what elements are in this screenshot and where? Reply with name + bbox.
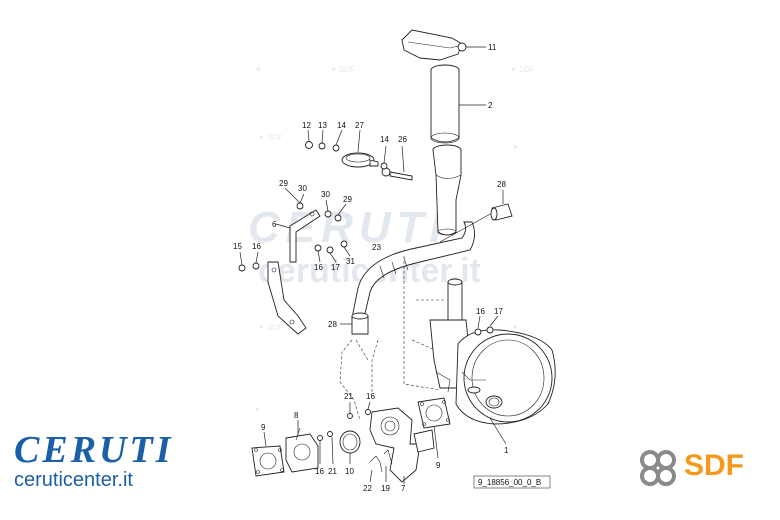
callout-16-d: 16 [366,392,375,401]
sleeve-28-lower [340,312,369,335]
callout-1: 1 [504,446,509,455]
muffler-screws [474,315,499,336]
callout-21: 21 [344,392,353,401]
callout-7: 7 [401,484,406,493]
bolt-26 [381,145,413,181]
callout-29: 29 [279,179,288,188]
svg-text:✦: ✦ [254,405,261,414]
svg-text:✦: ✦ [255,65,262,74]
screws-21-16-mid [347,401,371,419]
svg-text:✦ SDF: ✦ SDF [258,133,283,142]
clamp-27 [341,129,379,168]
exhaust-cap [401,29,486,61]
svg-text:✦: ✦ [512,143,519,152]
callout-14: 14 [337,121,346,130]
gasket-9-left [251,431,285,477]
assembly-guides [339,256,444,421]
exhaust-pipe-lower [432,144,462,236]
svg-text:✦: ✦ [512,323,519,332]
callout-27: 27 [355,121,364,130]
callout-22: 22 [363,484,372,493]
callout-14-b: 14 [380,135,389,144]
svg-text:✦ SDF: ✦ SDF [330,65,355,74]
callout-29-b: 29 [343,195,352,204]
callout-31: 31 [346,257,355,266]
callout-9-b: 9 [436,461,441,470]
callout-labels: 11 2 12 13 14 27 14 26 28 29 30 30 29 6 … [233,43,509,493]
callout-21-b: 21 [328,467,337,476]
drawing-code: 9_18856_00_0_B [473,475,551,489]
drawing-code-text: 9_18856_00_0_B [478,478,541,487]
elbow-7 [369,407,435,484]
callout-13: 13 [318,121,327,130]
callout-15: 15 [233,242,242,251]
callout-26: 26 [398,135,407,144]
callout-30-b: 30 [321,190,330,199]
callout-17-b: 17 [494,307,503,316]
ring-10 [339,430,361,464]
ceruti-logo: CERUTI ceruticenter.it [14,430,244,500]
callout-9: 9 [261,423,266,432]
gasket-9-right [417,397,451,459]
sdf-logo-text: SDF [684,449,744,482]
callout-6: 6 [272,220,277,229]
ceruti-brand-name: CERUTI [14,429,174,471]
callout-16-c: 16 [476,307,485,316]
hardware-29-30 [238,187,351,272]
ceruti-brand-url: ceruticenter.it [14,469,133,491]
callout-2: 2 [488,101,493,110]
sdf-logo: SDF [636,444,776,494]
washers-12-13-14 [305,129,388,170]
callout-30: 30 [298,184,307,193]
exhaust-pipe-upper [430,64,486,144]
support-bracket [267,261,307,335]
callout-16: 16 [252,242,261,251]
clip-19-22 [369,449,393,483]
callout-28: 28 [497,180,506,189]
callout-23: 23 [372,243,381,252]
sdf-logo-icon [640,450,676,486]
muffler [429,278,556,445]
hose-23 [351,212,493,319]
washers-16-21-bottom [317,431,334,465]
svg-text:✦ SDF: ✦ SDF [258,323,283,332]
callout-28-b: 28 [328,320,337,329]
callout-12: 12 [302,121,311,130]
callout-16-b: 16 [314,263,323,272]
callout-11: 11 [488,43,497,52]
sleeve-28-upper [490,190,513,221]
callout-19: 19 [381,484,390,493]
callout-8: 8 [294,411,299,420]
bracket-6 [275,209,321,263]
flange-8 [285,420,319,473]
callout-10: 10 [345,467,354,476]
svg-text:✦ SDF: ✦ SDF [510,65,535,74]
callout-17: 17 [331,263,340,272]
callout-16-e: 16 [315,467,324,476]
watermark-top: CERUTI [248,203,448,252]
